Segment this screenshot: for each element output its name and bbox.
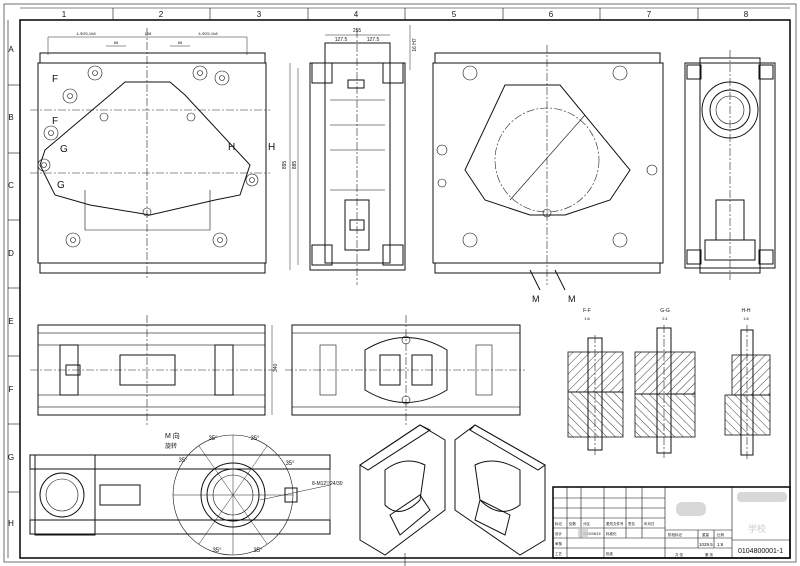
svg-text:年月日: 年月日 [644, 521, 655, 526]
svg-text:7: 7 [647, 10, 652, 19]
svg-text:35°: 35° [253, 548, 263, 554]
svg-text:F: F [52, 116, 58, 127]
svg-text:第 张: 第 张 [705, 552, 713, 557]
svg-text:签名: 签名 [628, 521, 635, 526]
svg-text:127.5: 127.5 [367, 37, 380, 43]
svg-text:重量: 重量 [702, 532, 710, 537]
sheet-frame [3, 3, 797, 563]
svg-text:4-Φ25-1h8: 4-Φ25-1h8 [198, 31, 218, 36]
row-labels: A B C D E F G H [8, 45, 14, 528]
svg-text:M: M [568, 294, 576, 304]
svg-text:0104800001-1: 0104800001-1 [738, 548, 783, 555]
svg-text:3: 3 [257, 10, 262, 19]
svg-text:A: A [8, 45, 14, 54]
side-view: 255 127.5 127.5 895 885 16 H7 [282, 25, 418, 285]
m-view: M 向 旋转 35° 35° 35° 35° 35° 35° 8-M12▽24/… [29, 431, 343, 556]
plan-view-2: M M [432, 45, 664, 304]
svg-text:35°: 35° [285, 461, 295, 467]
svg-text:1:6: 1:6 [743, 316, 749, 321]
svg-text:工艺: 工艺 [555, 551, 563, 556]
svg-text:5: 5 [452, 10, 457, 19]
svg-text:35°: 35° [208, 436, 218, 442]
svg-text:批准: 批准 [606, 551, 614, 556]
svg-text:198: 198 [145, 31, 152, 36]
svg-text:G: G [57, 180, 65, 191]
svg-text:F-F: F-F [583, 308, 591, 314]
section-f-f: F-F 1:6 [567, 308, 624, 455]
svg-text:审核: 审核 [555, 541, 563, 546]
svg-text:阶段标记: 阶段标记 [668, 532, 682, 537]
svg-text:标准化: 标准化 [606, 531, 617, 536]
svg-text:H: H [228, 142, 235, 153]
svg-text:更改文件号: 更改文件号 [606, 521, 624, 526]
svg-text:85: 85 [114, 40, 119, 45]
side-view-2 [684, 50, 776, 280]
svg-text:F: F [52, 74, 58, 85]
title-block: 标记 处数 分区 更改文件号 签名 年月日 设计 2022/06/15 标准化 … [552, 486, 791, 559]
svg-text:1: 1 [62, 10, 67, 19]
svg-text:340: 340 [273, 363, 279, 372]
svg-text:255: 255 [353, 28, 362, 34]
svg-text:H: H [268, 142, 275, 153]
isometric-part-left [359, 424, 446, 556]
svg-text:6: 6 [549, 10, 554, 19]
elevation-view-1: 340 [30, 315, 279, 425]
svg-text:8-M12▽24/30: 8-M12▽24/30 [312, 481, 343, 487]
svg-text:共 张: 共 张 [675, 552, 683, 557]
svg-text:E: E [8, 317, 13, 326]
svg-text:D: D [8, 249, 14, 258]
svg-text:35°: 35° [212, 548, 222, 554]
svg-text:学校: 学校 [748, 523, 766, 534]
svg-text:比例: 比例 [717, 532, 725, 537]
svg-text:2:1: 2:1 [662, 316, 668, 321]
elevation-view-2 [285, 315, 525, 425]
svg-text:H-H: H-H [742, 308, 751, 314]
svg-text:8: 8 [744, 10, 749, 19]
svg-text:2: 2 [159, 10, 164, 19]
svg-text:85: 85 [178, 40, 183, 45]
svg-text:G-G: G-G [660, 308, 670, 314]
svg-text:885: 885 [292, 161, 298, 170]
svg-text:B: B [8, 113, 13, 122]
svg-text:16 H7: 16 H7 [412, 38, 418, 52]
svg-text:G: G [8, 453, 14, 462]
svg-text:F: F [9, 385, 14, 394]
svg-text:M: M [532, 294, 540, 304]
svg-text:分区: 分区 [583, 521, 591, 526]
column-labels: 1 2 3 4 5 6 7 8 [62, 10, 749, 19]
svg-text:标记: 标记 [555, 521, 563, 526]
svg-text:35°: 35° [178, 458, 188, 464]
svg-text:1:6: 1:6 [717, 542, 724, 547]
section-g-g: G-G 2:1 [634, 308, 696, 458]
mounting-holes [37, 65, 259, 248]
svg-text:1029.5: 1029.5 [699, 542, 713, 547]
svg-text:1:6: 1:6 [584, 316, 590, 321]
section-h-h: H-H 1:6 [724, 308, 771, 460]
svg-text:C: C [8, 181, 14, 190]
isometric-part-right [454, 424, 546, 556]
svg-text:H: H [8, 519, 14, 528]
svg-text:设计: 设计 [555, 531, 563, 536]
svg-text:G: G [60, 144, 68, 155]
svg-text:127.5: 127.5 [335, 37, 348, 43]
svg-text:旋转: 旋转 [165, 442, 177, 450]
svg-text:35°: 35° [250, 436, 260, 442]
plan-view-1: 4-Φ25-1h8 198 4-Φ25-1h8 85 85 F F G G H … [30, 28, 275, 280]
svg-text:4: 4 [354, 10, 359, 19]
svg-text:2022/06/15: 2022/06/15 [583, 532, 601, 536]
svg-text:4-Φ25-1h8: 4-Φ25-1h8 [76, 31, 96, 36]
svg-text:M 向: M 向 [165, 431, 180, 440]
svg-text:处数: 处数 [569, 521, 577, 526]
svg-text:895: 895 [282, 161, 288, 170]
